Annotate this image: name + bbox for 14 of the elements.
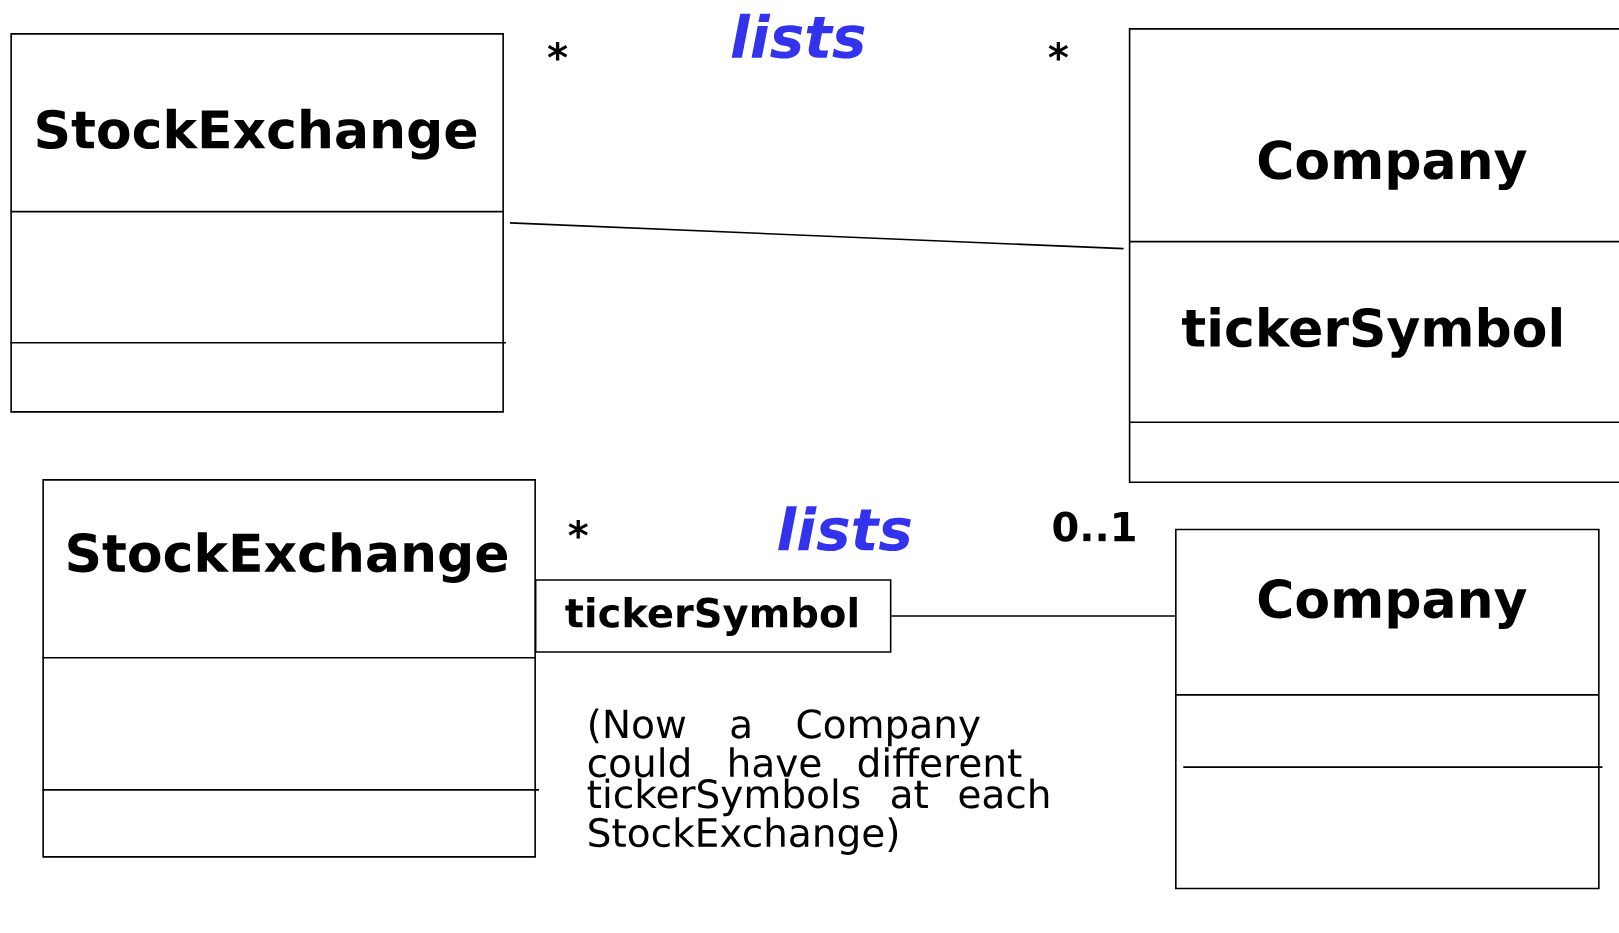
multiplicity: * (1048, 41, 1068, 61)
note-text: (Now a Company could have different tickerSymbols at each StockExchange) (587, 708, 1049, 855)
class-box: Company (1174, 528, 1604, 890)
class-box: Company tickerSymbol (1128, 27, 1619, 483)
multiplicity: 0..1 (1053, 511, 1135, 542)
edge-label: lists (728, 12, 868, 60)
edge-label: lists (775, 505, 914, 552)
association-line (890, 615, 1176, 617)
class-box: tickerSymbol (534, 579, 892, 653)
multiplicity: * (547, 41, 568, 61)
class-box: StockExchange (9, 32, 507, 413)
class-box: StockExchange (41, 478, 540, 858)
multiplicity: * (568, 519, 588, 539)
association-line (509, 221, 1125, 250)
